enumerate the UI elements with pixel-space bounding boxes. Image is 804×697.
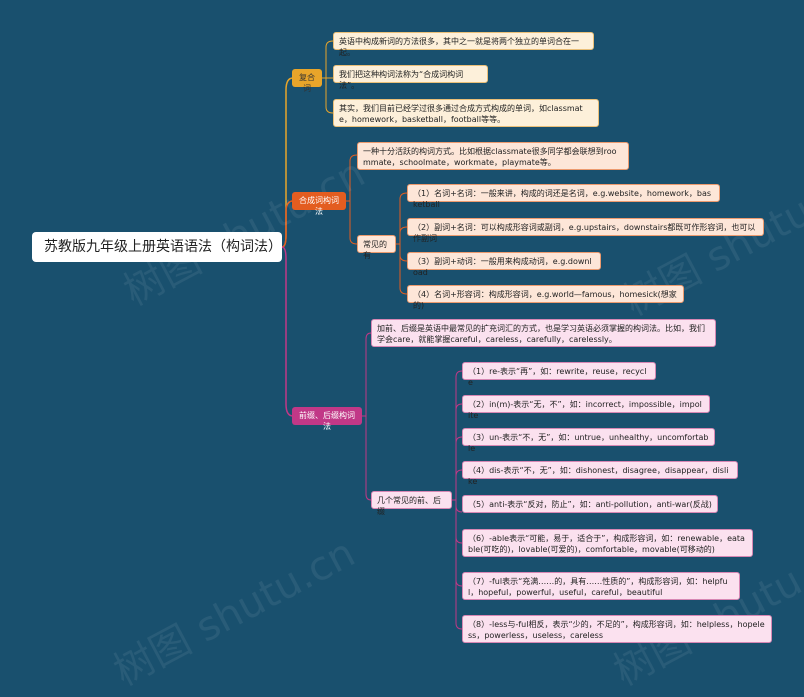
affix-intro[interactable]: 加前、后缀是英语中最常见的扩充词汇的方式，也是学习英语必须掌握的构词法。比如，我… xyxy=(371,319,716,347)
synthesis-item-2[interactable]: （2）副词+名词：可以构成形容词或副词，e.g.upstairs，downsta… xyxy=(407,218,764,243)
branch-synthesis[interactable]: 合成词构词法 xyxy=(292,192,346,216)
synthesis-item-1[interactable]: （1）名词+名词：一般来讲，构成的词还是名词，e.g.website，homew… xyxy=(407,184,720,209)
affix-item-3[interactable]: （3）un-表示“不，无”，如：untrue，unhealthy，uncomfo… xyxy=(462,428,715,453)
synthesis-item-3[interactable]: （3）副词+动词：一般用来构成动词，e.g.download xyxy=(407,252,601,277)
root-topic[interactable]: 苏教版九年级上册英语语法（构词法） xyxy=(32,232,282,262)
affix-item-6[interactable]: （6）-able表示“可能，易于，适合于”，构成形容词，如：renewable，… xyxy=(462,529,753,557)
synthesis-common-label[interactable]: 常见的有 xyxy=(357,235,396,260)
branch-affix[interactable]: 前缀、后缀构词法 xyxy=(292,407,362,431)
affix-item-7[interactable]: （7）-ful表示“充满……的，具有……性质的”，构成形容词，如：helpful… xyxy=(462,572,740,600)
compound-item-2[interactable]: 我们把这种构词法称为“合成词构词法”。 xyxy=(333,65,488,90)
affix-item-4[interactable]: （4）dis-表示“不，无”，如：dishonest，disagree，disa… xyxy=(462,461,738,486)
branch-compound-words[interactable]: 复合词 xyxy=(292,69,322,93)
affix-item-2[interactable]: （2）in(m)-表示“无，不”，如：incorrect，impossible，… xyxy=(462,395,710,420)
affix-common-label[interactable]: 几个常见的前、后缀 xyxy=(371,491,452,516)
compound-item-1[interactable]: 英语中构成新词的方法很多，其中之一就是将两个独立的单词合在一起。 xyxy=(333,32,594,57)
connector-lines xyxy=(281,40,463,630)
compound-item-3[interactable]: 其实，我们目前已经学过很多通过合成方式构成的单词，如classmate，home… xyxy=(333,99,599,127)
affix-item-1[interactable]: （1）re-表示“再”，如：rewrite，reuse，recycle xyxy=(462,362,656,387)
affix-item-8[interactable]: （8）-less与-ful相反，表示“少的，不足的”，构成形容词，如：helpl… xyxy=(462,615,772,643)
synthesis-intro[interactable]: 一种十分活跃的构词方式。比如根据classmate很多同学都会联想到roomma… xyxy=(357,142,629,170)
affix-item-5[interactable]: （5）anti-表示“反对，防止”，如：anti-pollution，anti-… xyxy=(462,495,718,513)
synthesis-item-4[interactable]: （4）名词+形容词：构成形容词，e.g.world—famous，homesic… xyxy=(407,285,684,310)
